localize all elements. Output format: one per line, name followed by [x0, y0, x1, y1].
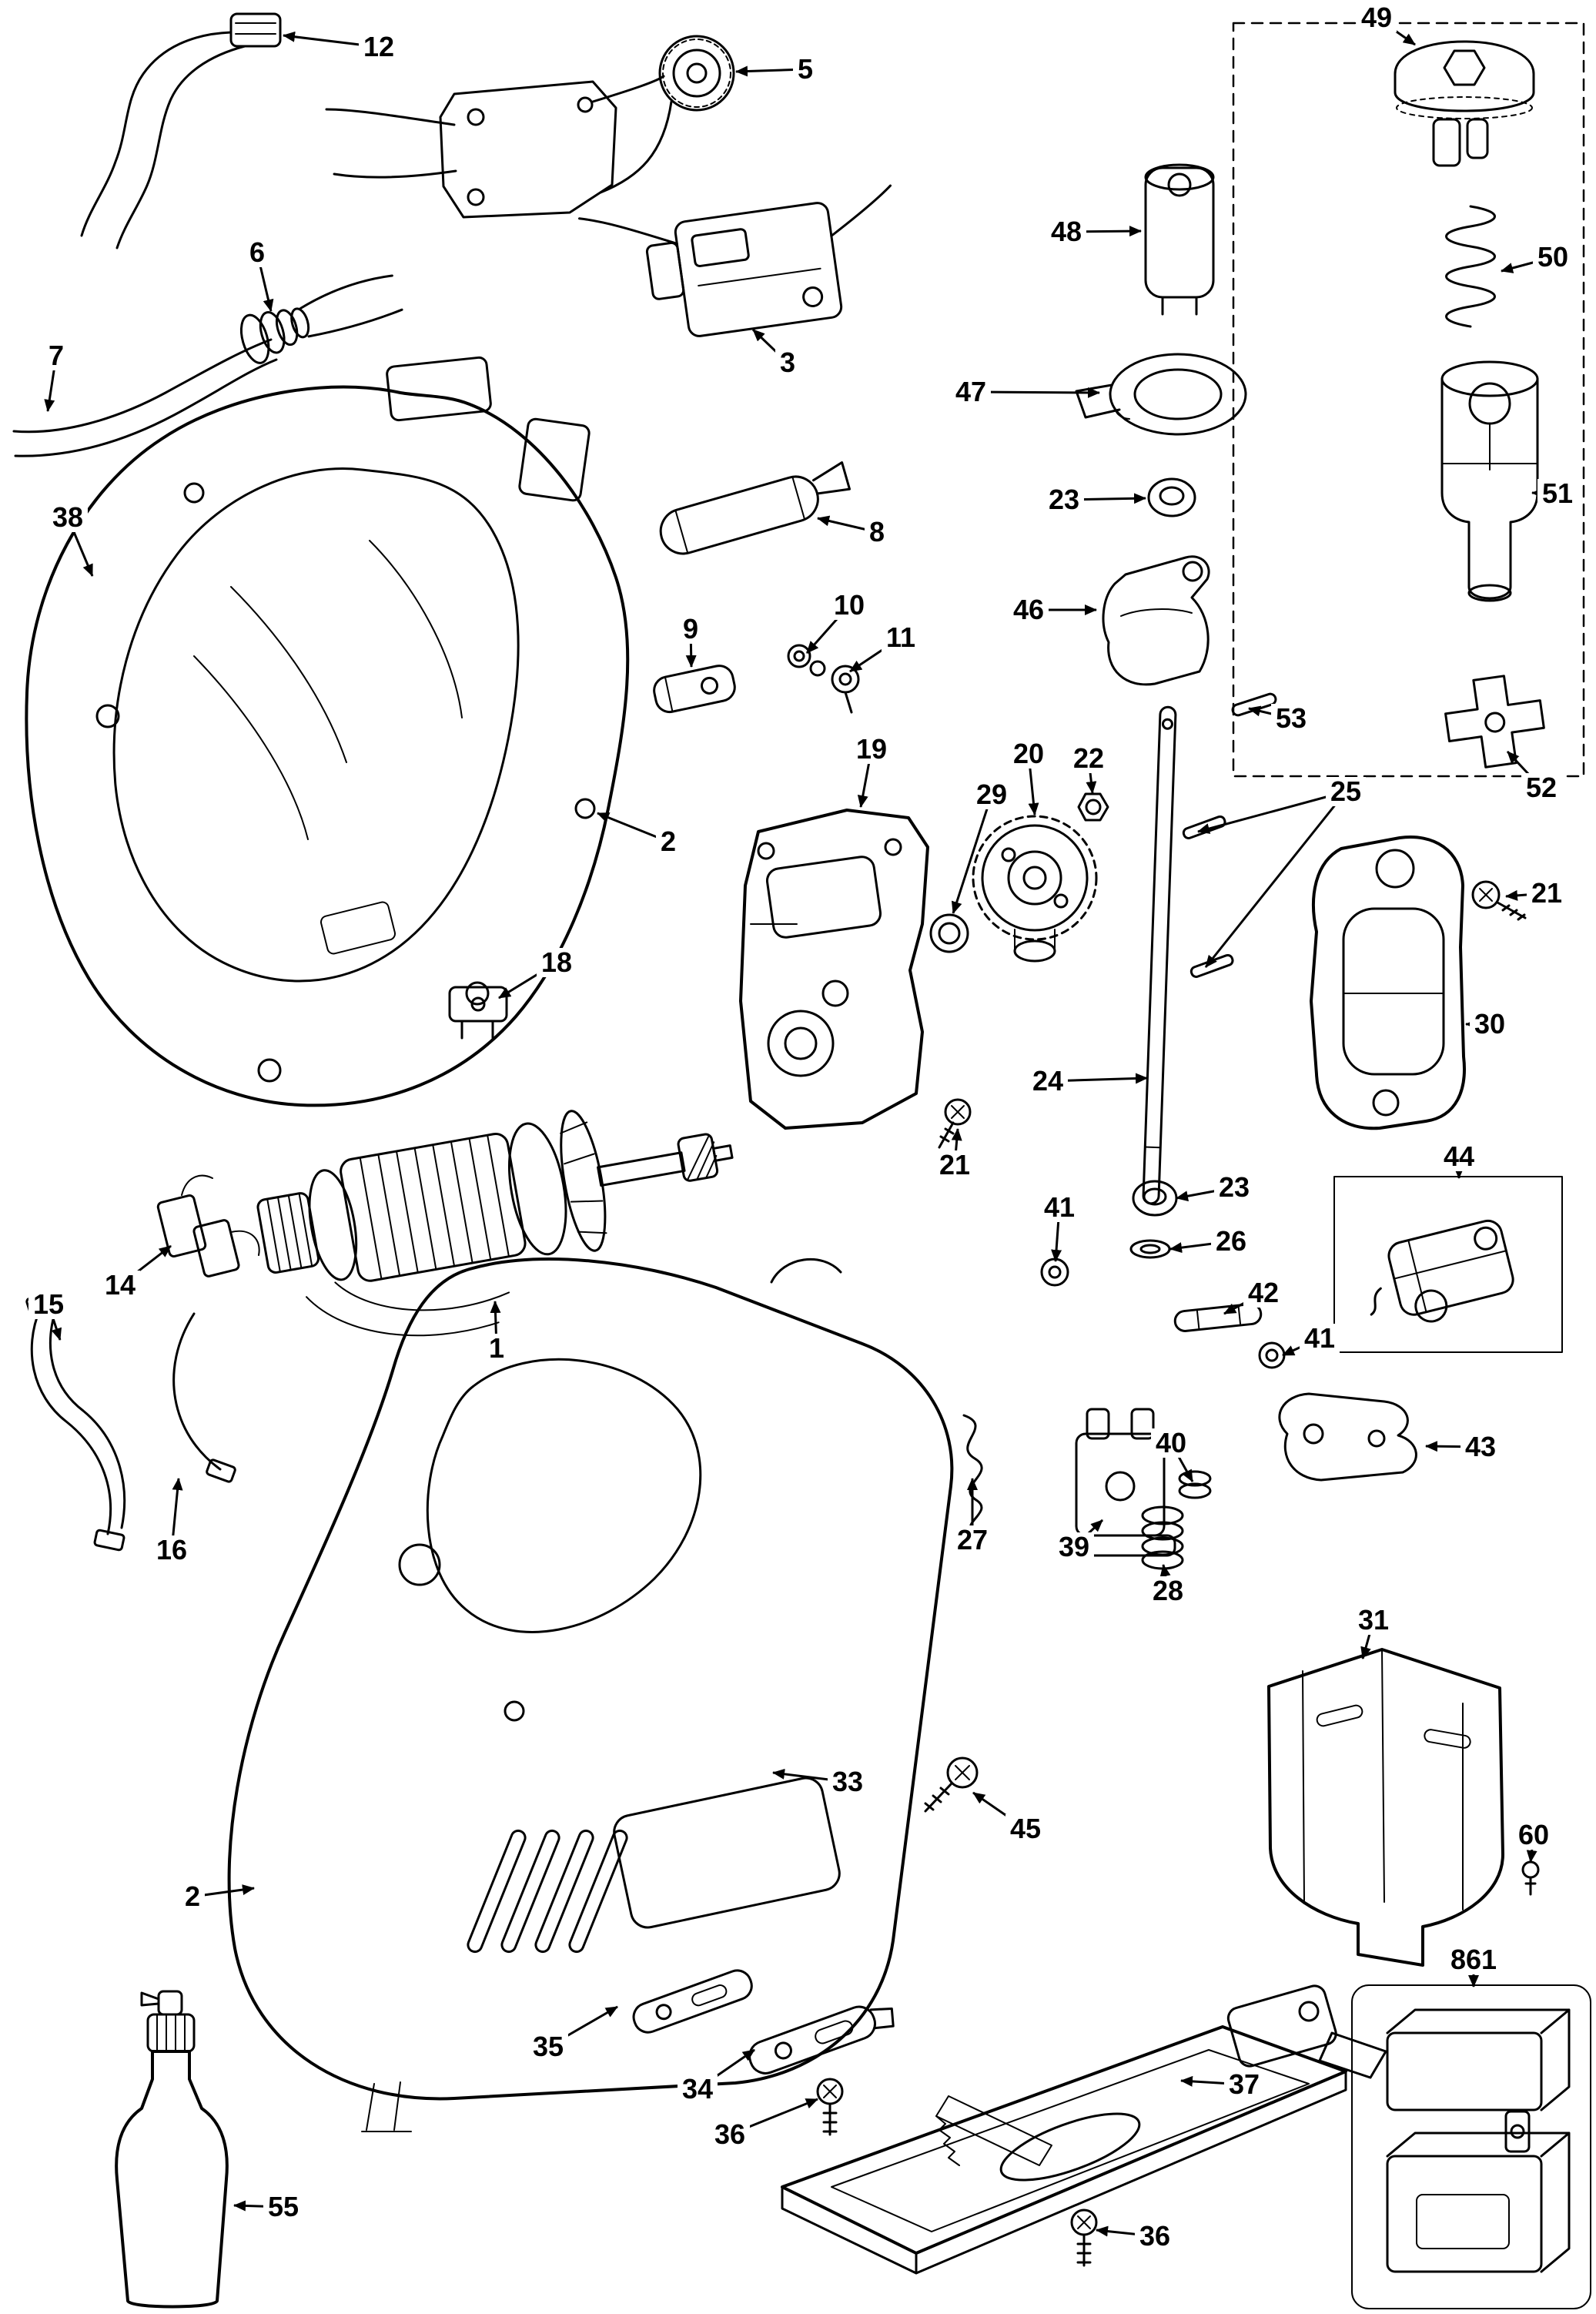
callout-28: 28 — [1147, 1576, 1189, 1606]
screw-36a-drawing — [816, 2078, 844, 2136]
callout-30: 30 — [1469, 1010, 1511, 1039]
callout-42: 42 — [1243, 1278, 1284, 1308]
callout-25: 25 — [1325, 777, 1367, 806]
callout-15: 15 — [28, 1290, 69, 1319]
callout-40: 40 — [1150, 1428, 1192, 1458]
callout-37: 37 — [1223, 2070, 1265, 2099]
callout-31: 31 — [1353, 1606, 1394, 1635]
callout-1: 1 — [483, 1334, 510, 1363]
callout-8: 8 — [864, 517, 890, 547]
callout-60: 60 — [1513, 1820, 1554, 1850]
button-11-drawing — [831, 665, 860, 714]
bushing-23-drawing — [1147, 477, 1196, 517]
blower-ring-drawing — [1075, 353, 1247, 436]
callout-51: 51 — [1537, 479, 1578, 508]
callout-50: 50 — [1532, 243, 1574, 272]
callout-6: 6 — [244, 238, 270, 267]
callout-46: 46 — [1008, 595, 1049, 625]
washers-10-drawing — [787, 644, 826, 677]
screw-21-mid-drawing — [938, 1098, 972, 1149]
speed-dial-drawing — [325, 35, 735, 219]
callout-53: 53 — [1270, 704, 1312, 733]
callout-10: 10 — [828, 591, 870, 620]
callout-39: 39 — [1053, 1532, 1095, 1562]
callout-33: 33 — [827, 1767, 868, 1797]
callout-3: 3 — [775, 348, 801, 377]
callout-861: 861 — [1445, 1945, 1502, 1974]
clip-18-drawing — [448, 986, 508, 1040]
power-cord-drawing — [12, 338, 278, 457]
nut-22-drawing — [1077, 792, 1109, 822]
callout-45: 45 — [1005, 1814, 1046, 1843]
callout-38: 38 — [47, 503, 89, 532]
clamp-44-drawing — [1333, 1176, 1563, 1353]
gear-case-drawing — [739, 809, 929, 1130]
lever-43-drawing — [1278, 1392, 1417, 1482]
callout-21: 21 — [934, 1150, 975, 1180]
bearing-29-drawing — [929, 913, 969, 953]
barrel-51-drawing — [1440, 360, 1539, 602]
shoe-37-drawing — [781, 1984, 1387, 2275]
screw-21-right-drawing — [1471, 880, 1527, 921]
callout-41: 41 — [1039, 1193, 1080, 1222]
callout-26: 26 — [1210, 1227, 1252, 1256]
plunger-bracket-39-drawing — [1066, 1408, 1212, 1557]
callout-21: 21 — [1526, 879, 1568, 908]
callout-23: 23 — [1213, 1173, 1255, 1202]
callout-48: 48 — [1046, 217, 1087, 246]
kit-861-drawing — [1351, 1984, 1591, 2309]
callout-16: 16 — [151, 1535, 192, 1565]
switch-drawing — [578, 184, 892, 337]
cord-boot-drawing — [239, 274, 403, 364]
screw-36b-drawing — [1070, 2209, 1098, 2267]
callout-11: 11 — [881, 623, 921, 652]
callout-23: 23 — [1043, 485, 1085, 514]
bracket-46-drawing — [1102, 555, 1210, 686]
latch-9-drawing — [653, 665, 736, 714]
callout-44: 44 — [1438, 1142, 1480, 1171]
callout-55: 55 — [263, 2192, 304, 2222]
callout-12: 12 — [358, 32, 400, 62]
spring-27-drawing — [962, 1414, 983, 1532]
callout-52: 52 — [1521, 773, 1562, 802]
callout-36: 36 — [1134, 2222, 1176, 2251]
callout-2: 2 — [655, 827, 681, 856]
callout-5: 5 — [792, 55, 818, 84]
lower-housing-drawing — [227, 1257, 954, 2132]
callout-20: 20 — [1008, 739, 1049, 769]
plate-35-drawing — [632, 1969, 753, 2034]
callout-29: 29 — [971, 780, 1012, 809]
callout-24: 24 — [1027, 1067, 1069, 1096]
cover-31-drawing — [1267, 1648, 1504, 1967]
screw-45-drawing — [924, 1756, 979, 1813]
brush-holder-14-drawing — [156, 1174, 260, 1278]
blower-tube-drawing — [1144, 163, 1215, 316]
callout-14: 14 — [99, 1271, 141, 1300]
armature-drawing — [256, 1110, 734, 1337]
callout-34: 34 — [677, 2075, 718, 2104]
callout-36: 36 — [709, 2120, 751, 2149]
callout-22: 22 — [1068, 744, 1109, 773]
spring-50-drawing — [1445, 205, 1496, 328]
callout-43: 43 — [1460, 1432, 1501, 1462]
callout-18: 18 — [536, 948, 577, 977]
callout-35: 35 — [527, 2032, 569, 2061]
cord-grommet-drawing — [80, 12, 282, 249]
callout-7: 7 — [43, 341, 69, 370]
bottle-55-drawing — [115, 1990, 229, 2309]
callout-9: 9 — [678, 614, 704, 644]
callout-47: 47 — [950, 377, 992, 407]
knob-49-drawing — [1394, 40, 1535, 167]
callout-2: 2 — [179, 1882, 206, 1911]
callout-19: 19 — [851, 735, 892, 764]
retainer-8-drawing — [659, 461, 852, 555]
callout-27: 27 — [952, 1525, 993, 1555]
callout-41: 41 — [1299, 1324, 1340, 1353]
washer-26-drawing — [1129, 1239, 1171, 1259]
callout-49: 49 — [1356, 3, 1397, 32]
